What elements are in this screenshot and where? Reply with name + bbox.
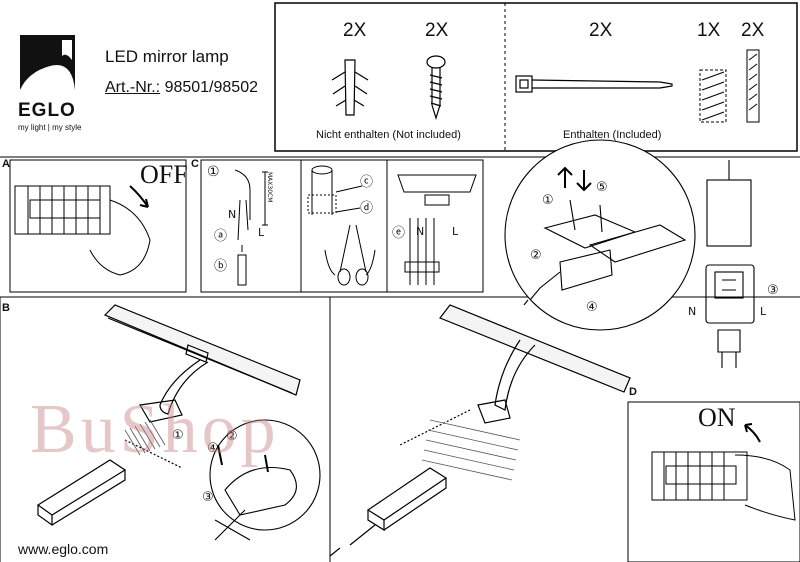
- artnr-value: 98501/98502: [165, 79, 258, 96]
- artnr-label: Art.-Nr.:: [105, 79, 160, 96]
- product-title: LED mirror lamp: [105, 47, 229, 67]
- website-url: www.eglo.com: [18, 541, 108, 557]
- brand-tagline: my light | my style: [18, 123, 81, 132]
- qty-cable-tie: 2X: [589, 20, 612, 42]
- wall-plug-icon: [332, 60, 368, 115]
- fuse-box-on-icon: [652, 424, 795, 520]
- qty-spacer: 2X: [741, 20, 764, 42]
- step-box3: ③: [767, 283, 779, 298]
- panel-b-letter: B: [2, 302, 10, 314]
- step-d: ⓓ: [360, 197, 373, 216]
- terminal-connect-icon: [398, 175, 476, 285]
- included-caption: Enthalten (Included): [563, 129, 661, 141]
- wire-n: N: [228, 208, 236, 221]
- qty-pad: 1X: [697, 20, 720, 42]
- step-e: ⓔ: [392, 222, 405, 241]
- box-n: N: [688, 305, 696, 318]
- adhesive-pad-icon: [700, 70, 726, 122]
- max-length: MAX30CM: [266, 172, 273, 202]
- on-label: ON: [698, 403, 736, 433]
- not-included-caption: Nicht enthalten (Not included): [316, 129, 461, 141]
- panel-d-letter: D: [629, 386, 637, 398]
- mounting-detail-icon: [505, 140, 695, 330]
- step-c1: ①: [207, 164, 220, 180]
- step-m4: ④: [586, 300, 598, 315]
- watermark: BuShop: [30, 390, 280, 470]
- panel-a-letter: A: [2, 158, 10, 170]
- driver-box-right-icon: [330, 468, 446, 556]
- brand-name: EGLO: [18, 100, 76, 122]
- junction-box-icon: [706, 160, 754, 368]
- screw-icon: [427, 56, 445, 118]
- qty-wall-plug: 2X: [343, 20, 366, 42]
- box-l: L: [760, 305, 766, 318]
- step-m5: ⑤: [596, 180, 608, 195]
- step-b: ⓑ: [214, 255, 227, 274]
- terminal-l: L: [452, 225, 458, 238]
- fuse-box-off-icon: [15, 186, 150, 275]
- step-m1: ①: [542, 193, 554, 208]
- panel-c-letter: C: [191, 158, 199, 170]
- step-a: ⓐ: [214, 225, 227, 244]
- spacer-strip-icon: [747, 50, 759, 122]
- step-c: ⓒ: [360, 171, 373, 190]
- step-b3: ③: [202, 490, 214, 505]
- qty-screw: 2X: [425, 20, 448, 42]
- terminal-n: N: [416, 225, 424, 238]
- step-m2: ②: [530, 248, 542, 263]
- wire-l: L: [258, 226, 264, 239]
- cable-tie-icon: [516, 76, 672, 92]
- off-label: OFF: [140, 160, 188, 190]
- eglo-logo-icon: [20, 35, 75, 90]
